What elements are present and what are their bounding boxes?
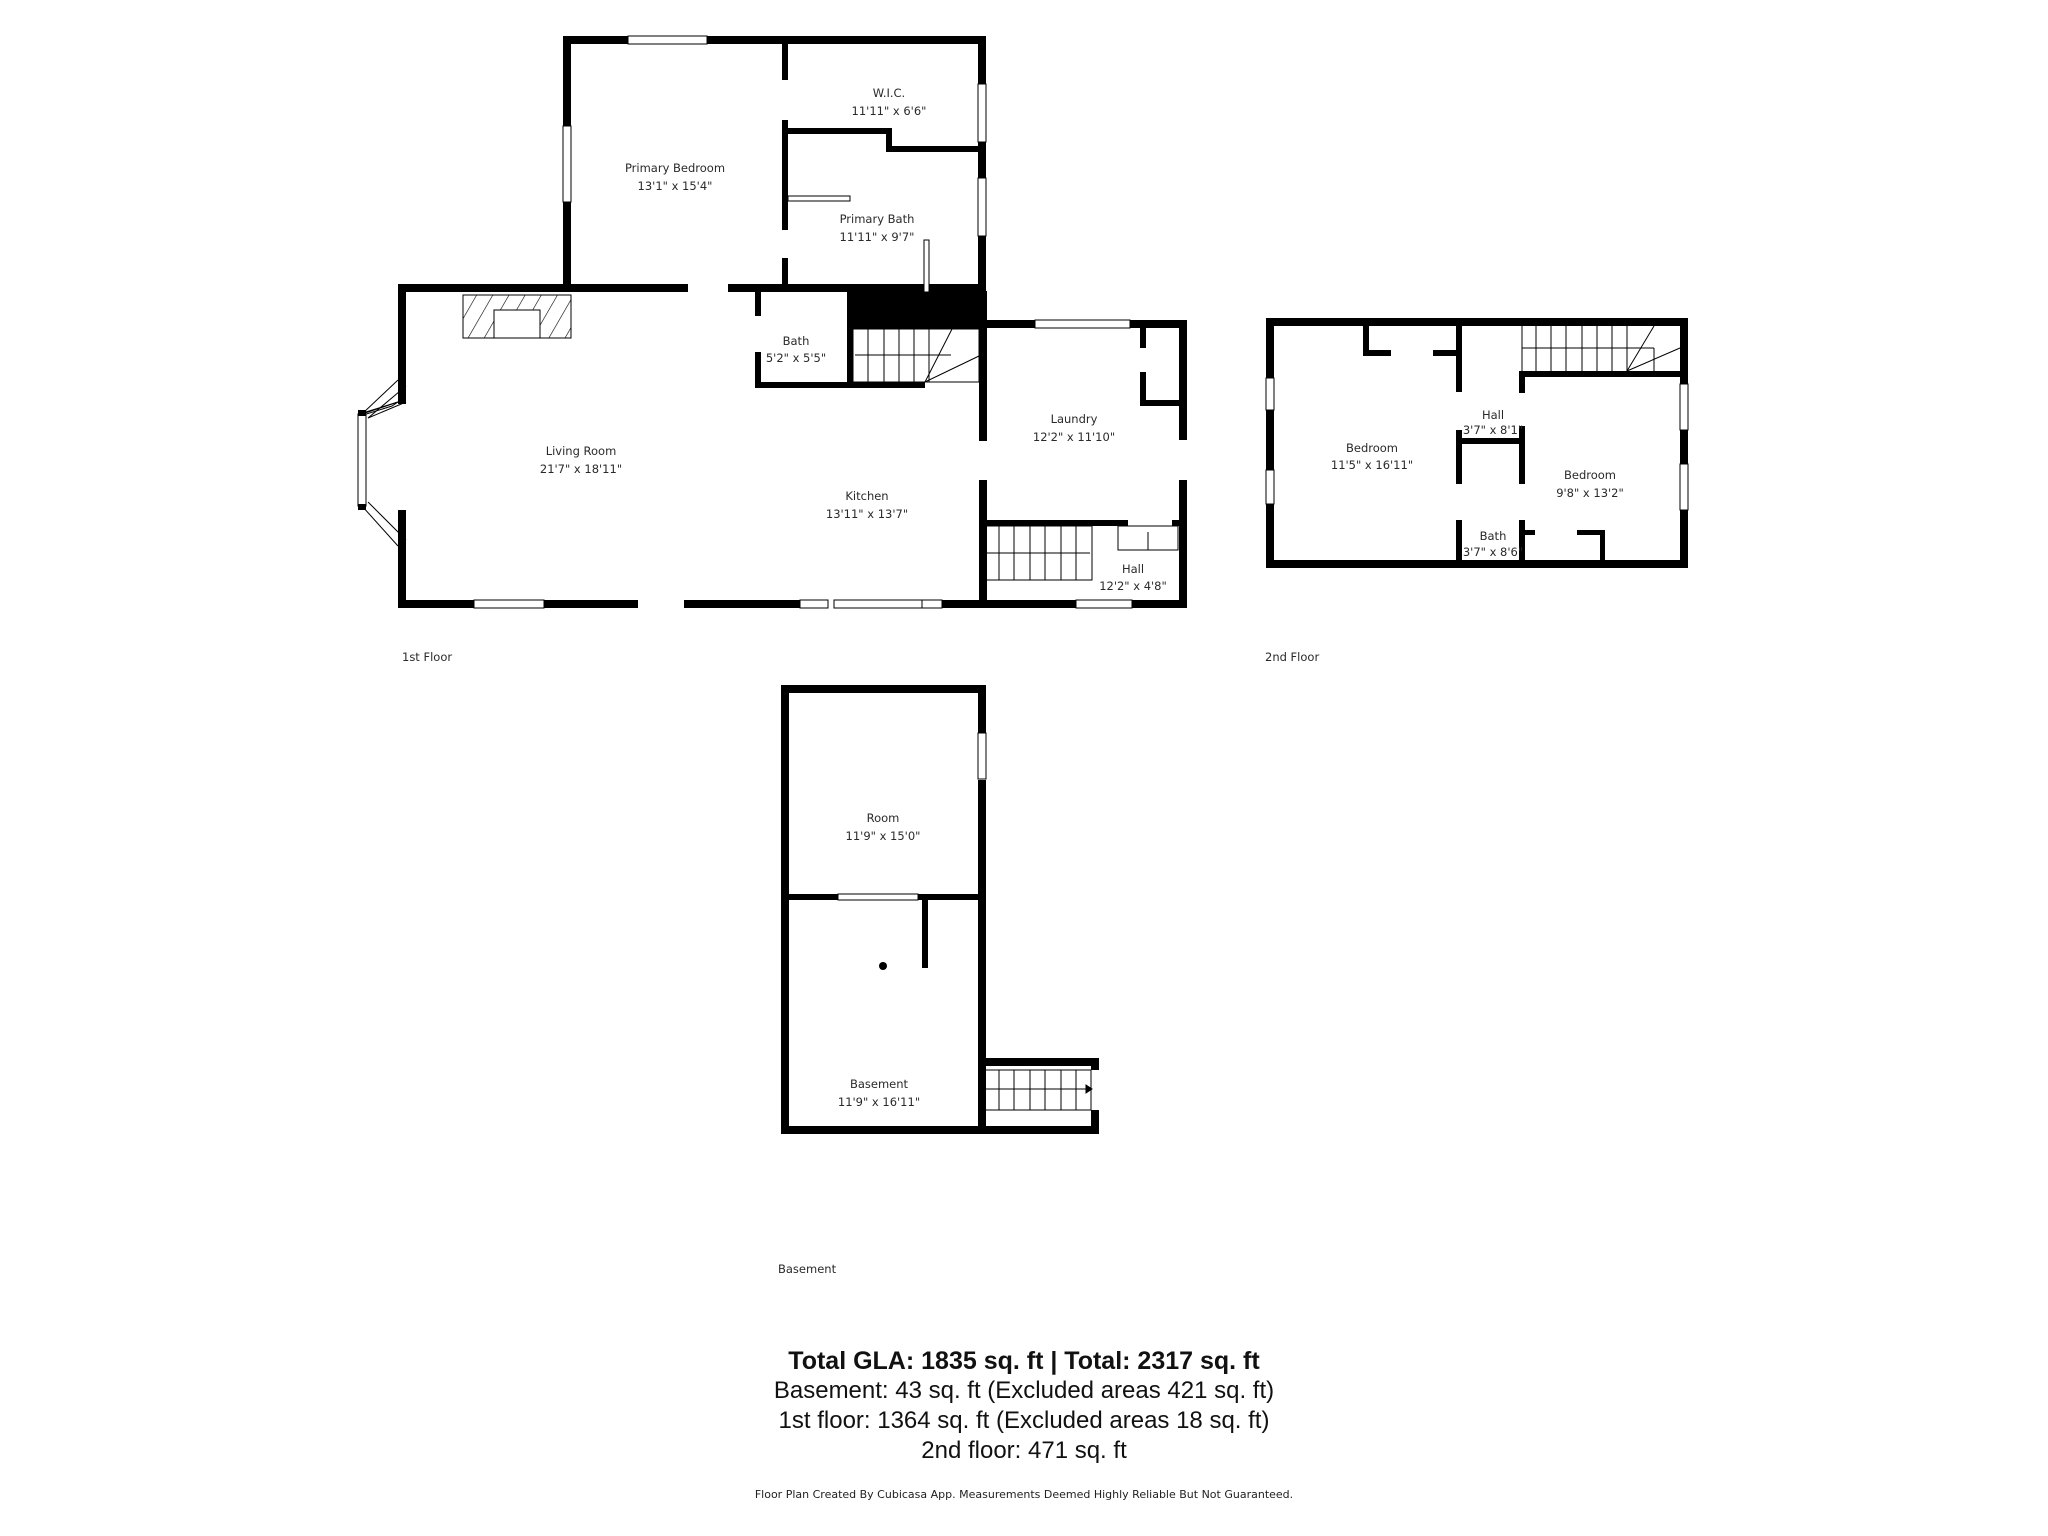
basement-floor-label: Basement	[778, 1262, 837, 1276]
second-floor-windows	[1265, 377, 1689, 511]
room-name: Kitchen	[845, 489, 888, 503]
room-dims: 3'7" x 8'1"	[1463, 423, 1523, 437]
basement-stairs	[983, 1069, 1093, 1111]
area-summary: Total GLA: 1835 sq. ft | Total: 2317 sq.…	[0, 1346, 2048, 1466]
room-dims: 11'9" x 16'11"	[838, 1095, 920, 1109]
room-dims: 5'2" x 5'5"	[766, 351, 826, 365]
first-floor-windows	[357, 35, 1133, 609]
room-dims: 11'5" x 16'11"	[1331, 458, 1413, 472]
second-floor-area: 2nd floor: 471 sq. ft	[921, 1437, 1127, 1464]
first-floor-stairs	[852, 328, 1179, 581]
room-name: Bath	[1480, 529, 1507, 543]
first-floor-area: 1st floor: 1364 sq. ft (Excluded areas 1…	[778, 1407, 1270, 1434]
room-name: Room	[867, 811, 900, 825]
basement-windows	[837, 732, 987, 901]
second-floor-stairs	[1521, 325, 1681, 372]
room-dims: 11'9" x 15'0"	[846, 829, 921, 843]
second-floor-label: 2nd Floor	[1265, 650, 1320, 664]
room-dims: 13'1" x 15'4"	[638, 179, 713, 193]
room-name: W.I.C.	[873, 86, 905, 100]
basement-plan	[781, 685, 1099, 1134]
disclaimer: Floor Plan Created By Cubicasa App. Meas…	[754, 1488, 1294, 1501]
fireplace	[462, 294, 572, 339]
room-name: Primary Bedroom	[625, 161, 725, 175]
second-floor-plan	[1266, 318, 1688, 568]
room-name: Primary Bath	[840, 212, 915, 226]
room-dims: 9'8" x 13'2"	[1556, 486, 1624, 500]
first-floor-label: 1st Floor	[402, 650, 453, 664]
room-dims: 11'11" x 6'6"	[852, 104, 927, 118]
basement-area: Basement: 43 sq. ft (Excluded areas 421 …	[773, 1377, 1275, 1404]
room-name: Bedroom	[1564, 468, 1616, 482]
room-dims: 11'11" x 9'7"	[840, 230, 915, 244]
room-name: Bedroom	[1346, 441, 1398, 455]
room-dims: 13'11" x 13'7"	[826, 507, 908, 521]
room-name: Basement	[850, 1077, 909, 1091]
room-name: Hall	[1122, 562, 1144, 576]
room-dims: 3'7" x 8'6"	[1463, 545, 1523, 559]
bay-window-frame	[358, 382, 406, 540]
room-name: Hall	[1482, 408, 1504, 422]
room-labels: Primary Bedroom 13'1" x 15'4" W.I.C. 11'…	[540, 86, 1624, 1109]
room-name: Bath	[783, 334, 810, 348]
room-name: Laundry	[1051, 412, 1098, 426]
room-dims: 12'2" x 4'8"	[1099, 579, 1167, 593]
first-floor-plan	[398, 36, 1187, 608]
room-dims: 21'7" x 18'11"	[540, 462, 622, 476]
room-name: Living Room	[546, 444, 617, 458]
total-area: Total GLA: 1835 sq. ft | Total: 2317 sq.…	[788, 1347, 1260, 1375]
room-dims: 12'2" x 11'10"	[1033, 430, 1115, 444]
